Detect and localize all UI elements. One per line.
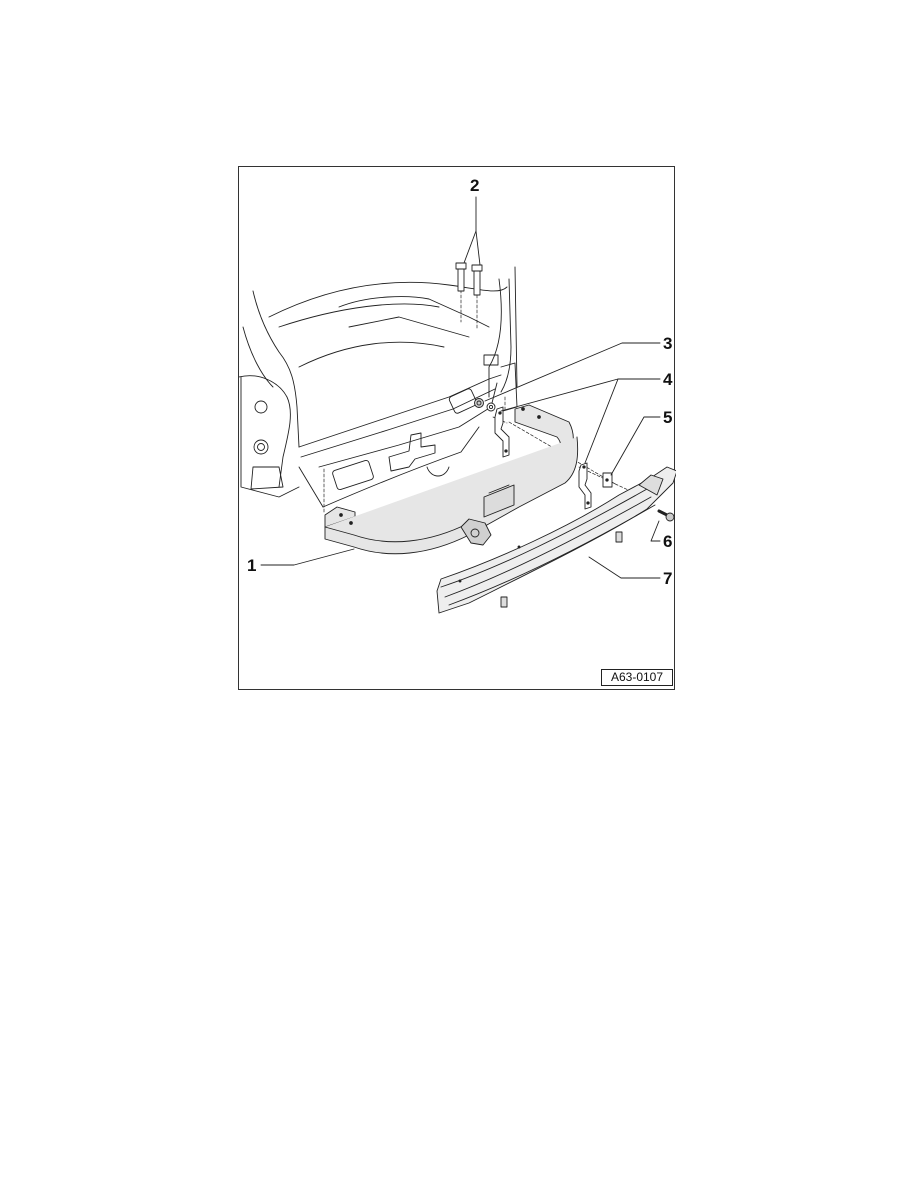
- callout-2: 2: [470, 176, 480, 195]
- callout-5: 5: [663, 408, 673, 427]
- part-1-crossmember: [324, 404, 579, 555]
- part-6-bolt: [657, 509, 675, 522]
- part-4-brackets: [494, 406, 592, 510]
- callout-4: 4: [663, 370, 673, 389]
- part-5-plate: [602, 472, 613, 488]
- part-7-bumper-reinforcement: [436, 466, 676, 614]
- leader-lines: [260, 196, 661, 579]
- callout-7: 7: [663, 569, 673, 588]
- part-2-bolts: [455, 262, 483, 296]
- callout-3: 3: [663, 334, 673, 353]
- callout-6: 6: [663, 532, 673, 551]
- callout-1: 1: [247, 556, 257, 575]
- vehicle-rear-body: [239, 266, 518, 508]
- diagram-drawing: [239, 196, 676, 614]
- figure-id-label: A63-0107: [601, 669, 673, 686]
- exploded-view-diagram: 2 3 4 5 6 7 1 A63-0107: [238, 166, 676, 690]
- part-3-nut: [474, 398, 496, 412]
